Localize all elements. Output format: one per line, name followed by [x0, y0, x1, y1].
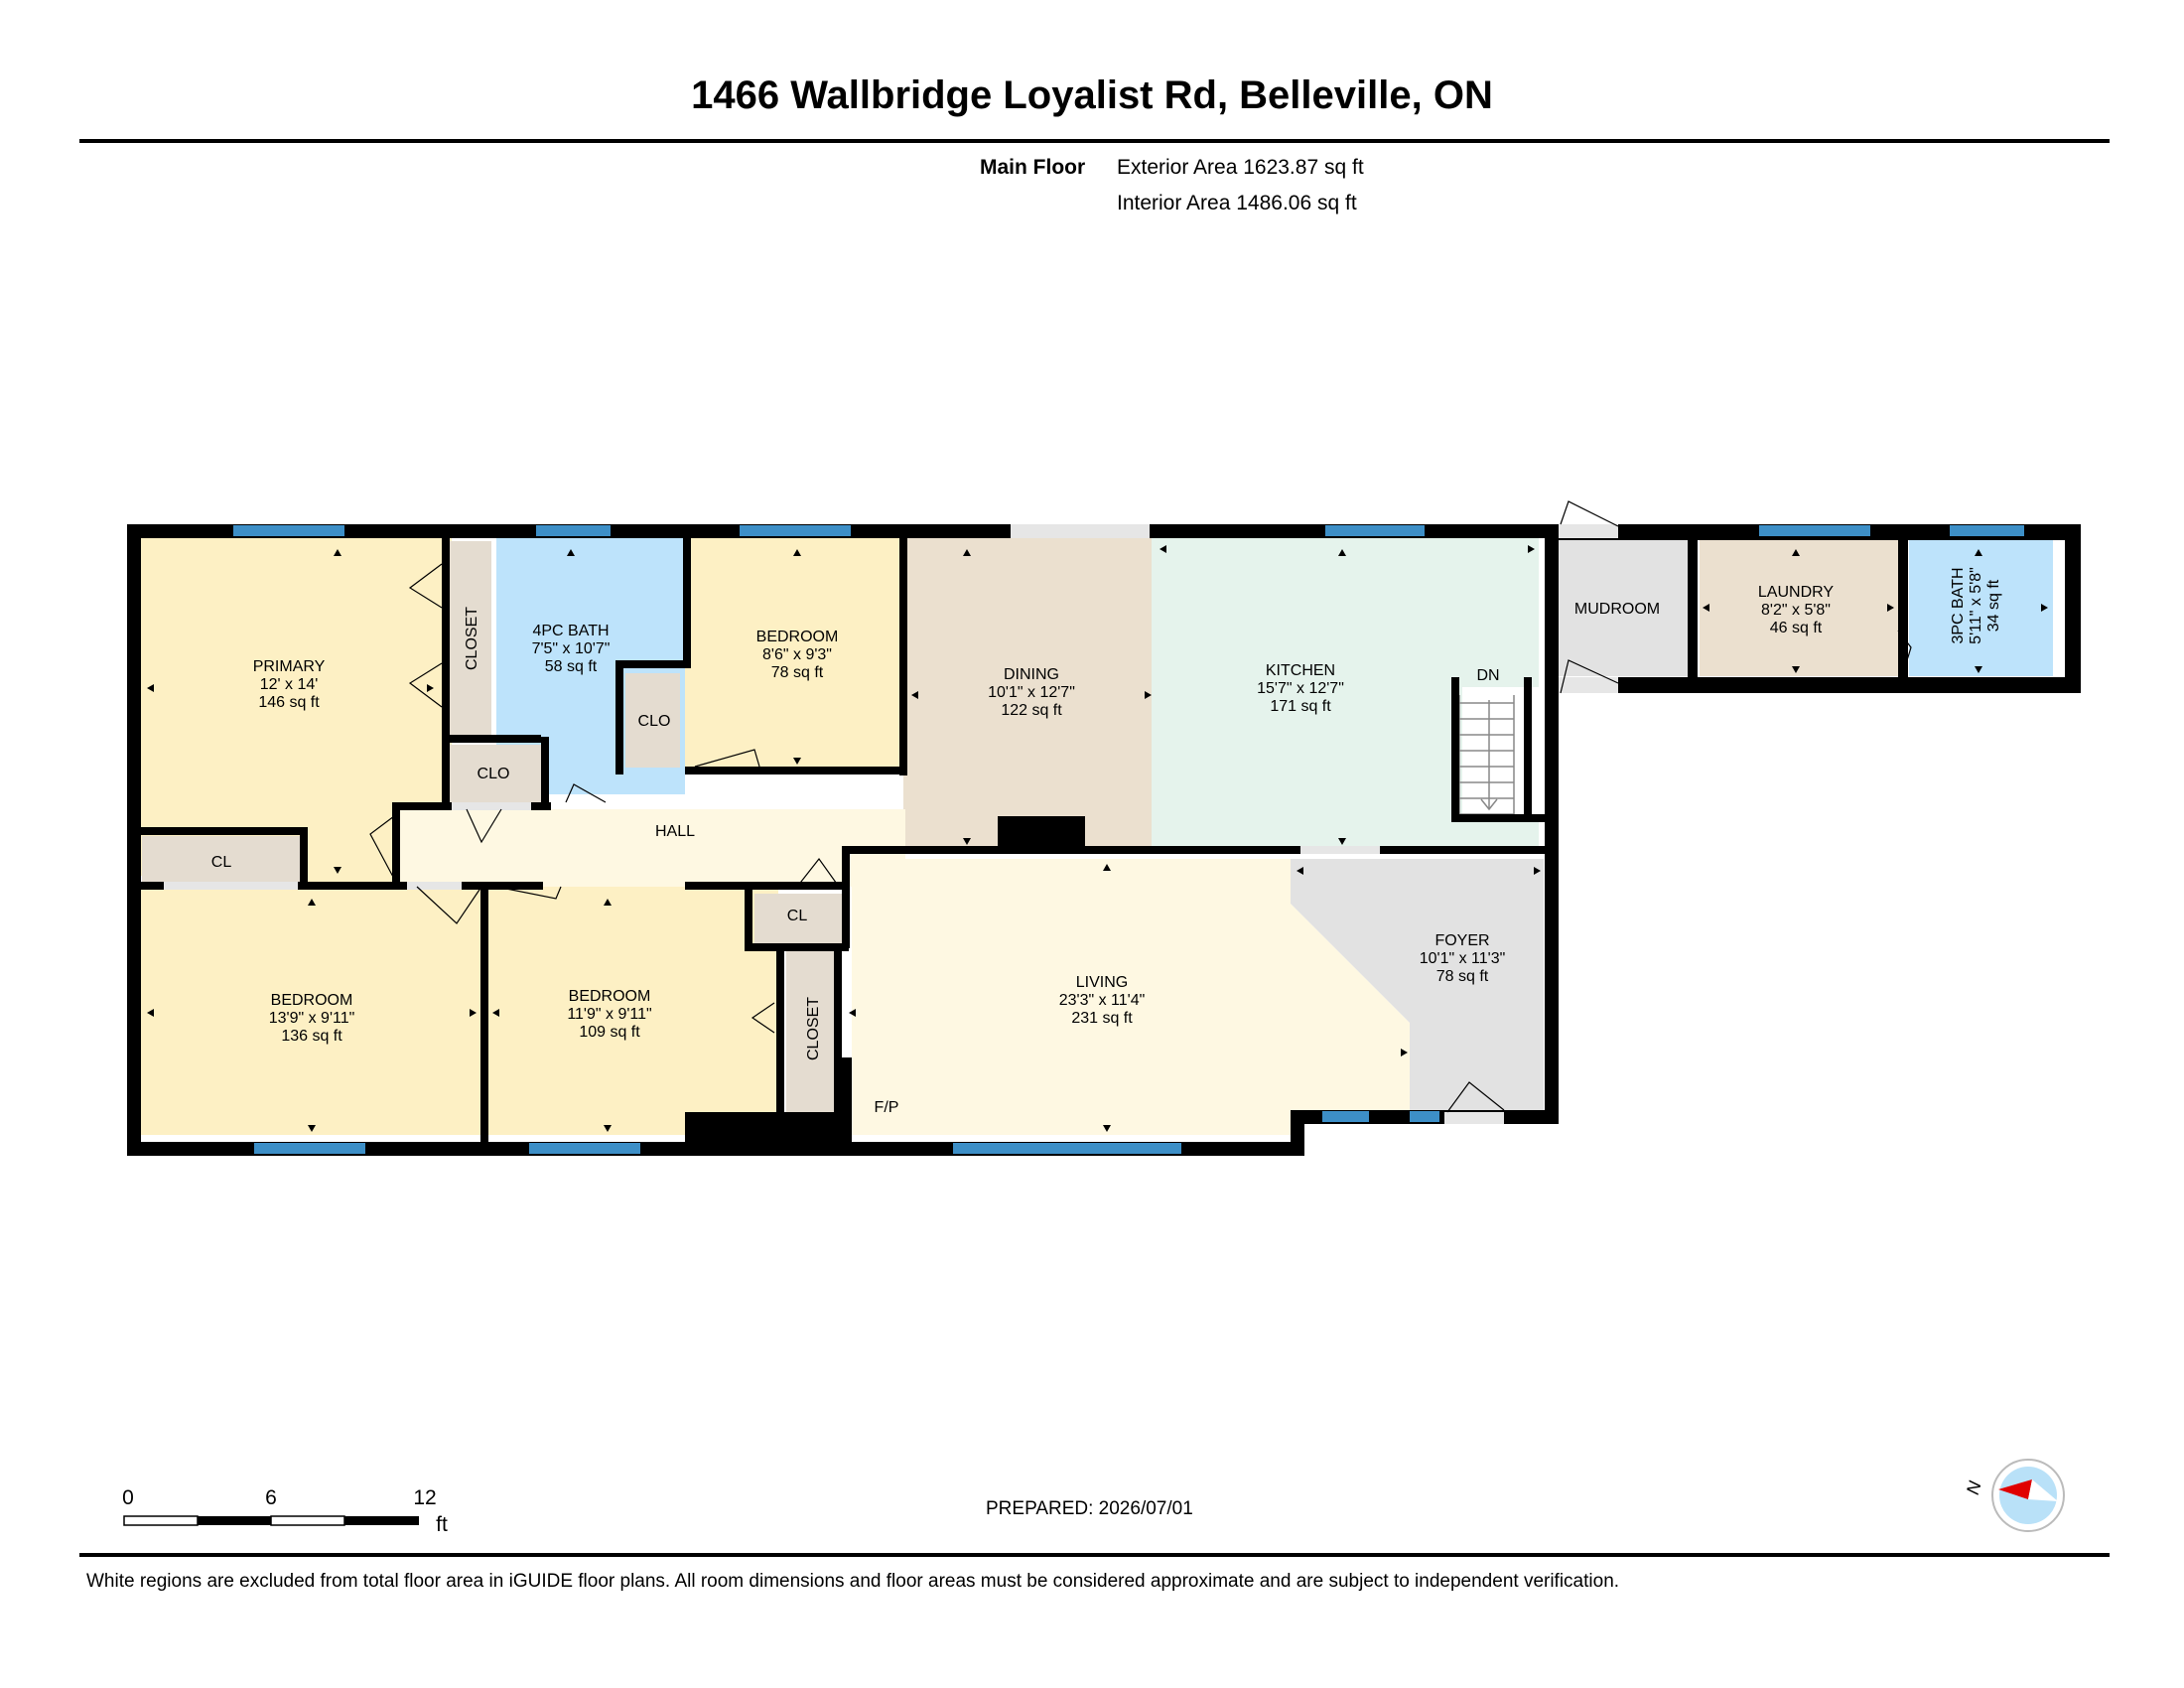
room-label-bedroom-s: BEDROOM	[569, 988, 651, 1005]
room-dims-4pc-bath: 7'5" x 10'7"	[532, 640, 611, 657]
room-hall	[397, 809, 905, 887]
interior-area: Interior Area 1486.06 sq ft	[1117, 192, 1357, 214]
room-bedroom-sw	[136, 887, 480, 1135]
closet-label-bedroom: CLOSET	[805, 997, 822, 1060]
closet-label-primary: CLOSET	[464, 607, 480, 670]
clo-bath	[625, 673, 680, 768]
windows	[233, 525, 2024, 1154]
room-bedroom-s	[480, 887, 778, 1135]
room-label-laundry: LAUNDRY	[1758, 584, 1835, 601]
room-living	[852, 859, 1410, 1135]
clo-label-hall: CLO	[478, 766, 510, 782]
room-dims-bedroom-sw: 13'9" x 9'11"	[269, 1010, 355, 1027]
cl-label-living: CL	[787, 908, 808, 924]
room-label-foyer: FOYER	[1434, 932, 1489, 949]
title-rule	[79, 139, 2110, 143]
compass-icon: N	[1963, 1459, 2065, 1532]
room-area-bedroom-top: 78 sq ft	[771, 664, 824, 681]
room-label-dining: DINING	[1004, 666, 1059, 683]
room-label-4pc-bath: 4PC BATH	[532, 623, 609, 639]
room-area-4pc-bath: 58 sq ft	[545, 658, 598, 675]
room-label-bedroom-top: BEDROOM	[756, 629, 839, 645]
room-label-kitchen: KITCHEN	[1266, 662, 1335, 679]
room-area-foyer: 78 sq ft	[1436, 968, 1489, 985]
prepared-date: PREPARED: 2026/07/01	[986, 1498, 1193, 1519]
scale-tick-0: 0	[122, 1486, 134, 1509]
door-swings	[369, 500, 1912, 1113]
room-area-bedroom-sw: 136 sq ft	[281, 1028, 342, 1045]
room-dims-kitchen: 15'7" x 12'7"	[1257, 680, 1344, 697]
room-area-bedroom-s: 109 sq ft	[579, 1024, 640, 1041]
scale-bar: 0 6 12 ft	[122, 1486, 448, 1536]
fireplace-label: F/P	[875, 1099, 899, 1116]
room-laundry	[1700, 534, 1903, 676]
door-gaps	[164, 524, 1618, 1124]
room-area-kitchen: 171 sq ft	[1270, 698, 1331, 715]
scale-unit: ft	[436, 1513, 448, 1536]
room-dining	[903, 534, 1152, 852]
clo-label-bath: CLO	[638, 713, 671, 730]
stair-dn-label: DN	[1476, 667, 1499, 684]
page-title: 1466 Wallbridge Loyalist Rd, Belleville,…	[691, 73, 1493, 117]
room-dims-3pc-bath: 5'11" x 5'8"	[1968, 567, 1984, 644]
room-area-dining: 122 sq ft	[1001, 702, 1062, 719]
room-area-primary: 146 sq ft	[258, 694, 320, 711]
room-dims-primary: 12' x 14'	[260, 676, 319, 693]
room-label-mudroom: MUDROOM	[1574, 601, 1660, 618]
room-dims-bedroom-top: 8'6" x 9'3"	[762, 646, 832, 663]
floor-label: Main Floor	[980, 156, 1086, 179]
room-label-living: LIVING	[1076, 974, 1128, 991]
room-dims-living: 23'3" x 11'4"	[1059, 992, 1146, 1009]
room-3pc-bath	[1909, 534, 2053, 676]
cl-label-primary: CL	[211, 854, 232, 871]
scale-tick-6: 6	[265, 1486, 277, 1509]
cl-living	[754, 894, 844, 943]
room-label-bedroom-sw: BEDROOM	[271, 992, 353, 1009]
room-dims-dining: 10'1" x 12'7"	[988, 684, 1075, 701]
clo-hall	[447, 745, 541, 802]
room-dims-laundry: 8'2" x 5'8"	[1761, 602, 1831, 619]
room-area-living: 231 sq ft	[1071, 1010, 1133, 1027]
room-mudroom	[1545, 534, 1692, 676]
room-primary-alcove	[300, 829, 399, 885]
room-label-3pc-bath: 3PC BATH	[1950, 567, 1967, 643]
room-bedroom-top	[685, 534, 903, 771]
room-dims-bedroom-s: 11'9" x 9'11"	[567, 1006, 651, 1023]
room-dims-foyer: 10'1" x 11'3"	[1420, 950, 1506, 967]
disclaimer-text: White regions are excluded from total fl…	[86, 1571, 1620, 1592]
closet-bedroom	[786, 948, 841, 1112]
footer-rule	[79, 1553, 2110, 1557]
room-label-primary: PRIMARY	[253, 658, 326, 675]
room-label-hall: HALL	[655, 823, 695, 840]
compass-north-label: N	[1963, 1478, 1985, 1497]
room-foyer	[1291, 859, 1544, 1112]
scale-tick-12: 12	[413, 1486, 436, 1509]
room-primary	[136, 534, 452, 829]
cl-primary	[142, 836, 301, 886]
room-area-laundry: 46 sq ft	[1770, 620, 1823, 636]
dimension-arrows	[147, 545, 2048, 1132]
closet-primary	[447, 541, 491, 735]
exterior-area: Exterior Area 1623.87 sq ft	[1117, 156, 1364, 179]
room-area-3pc-bath: 34 sq ft	[1985, 579, 2002, 632]
